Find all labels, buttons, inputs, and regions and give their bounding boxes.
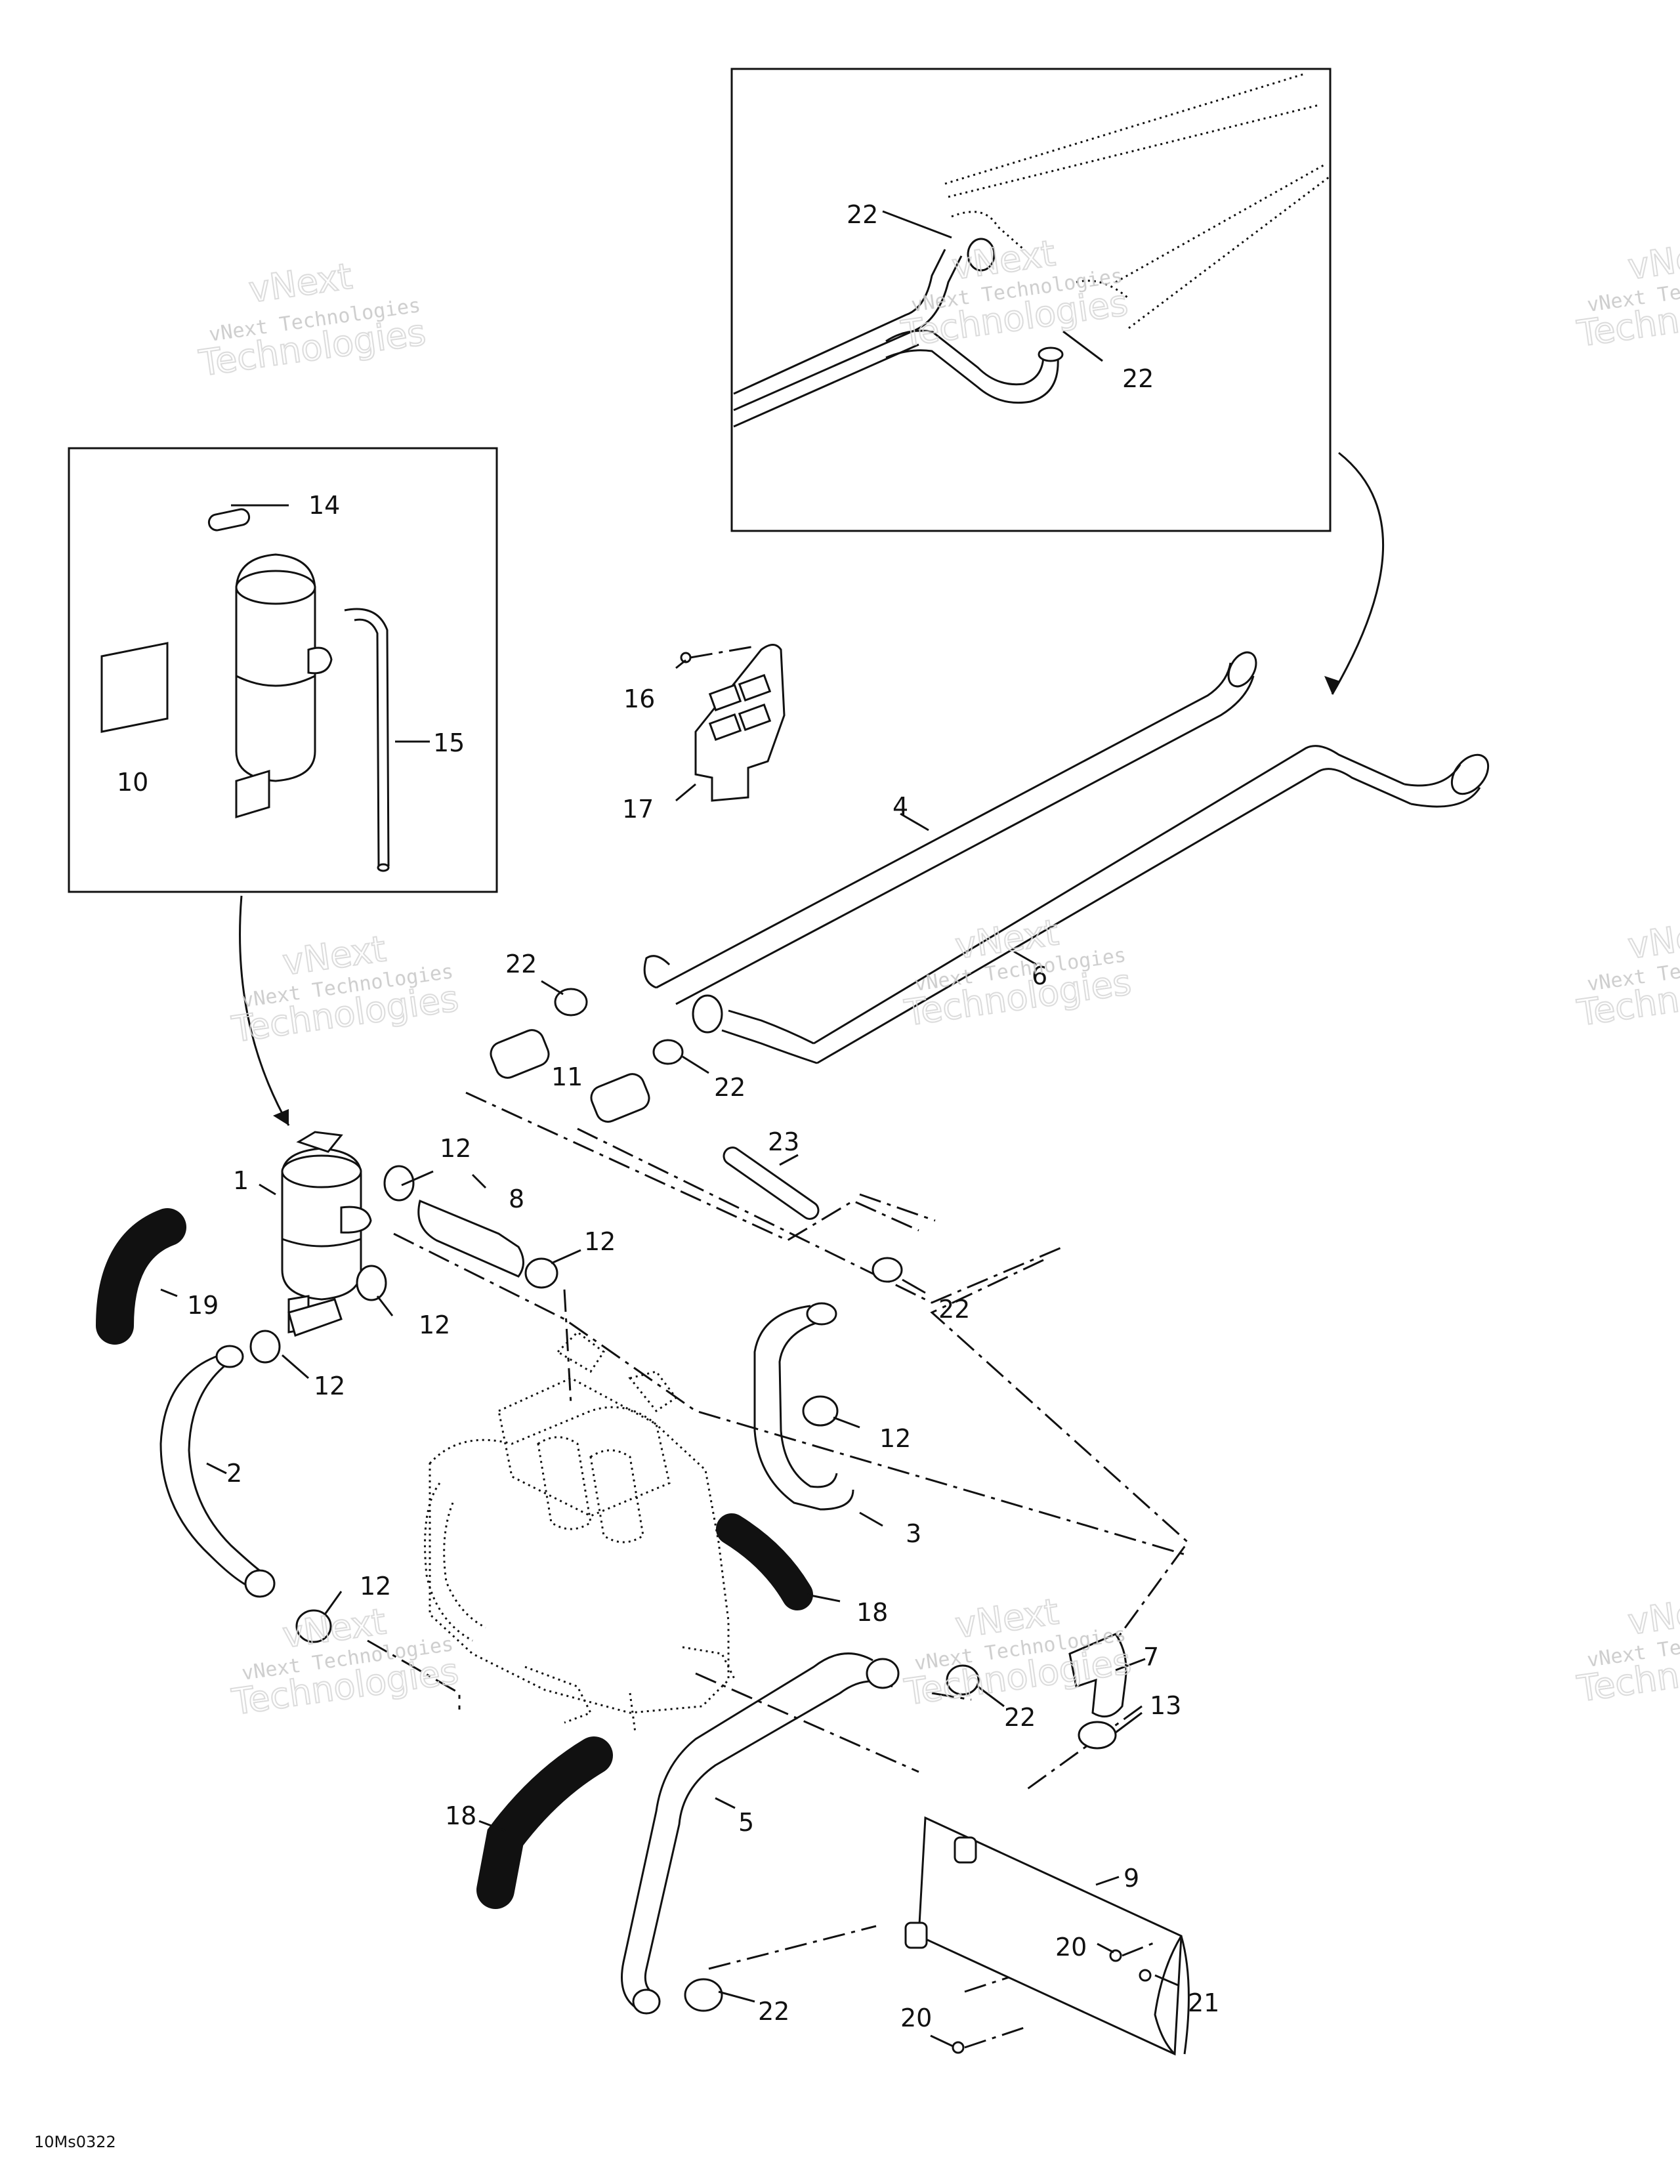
callout-11: 11: [551, 1062, 583, 1091]
inset-box-coolant-tank: [68, 447, 498, 893]
callout-12-e: 12: [879, 1424, 911, 1453]
svg-text:vNext: vNext: [1626, 232, 1680, 287]
inset-hose-routing-detail: [733, 72, 1330, 428]
callout-9: 9: [1124, 1864, 1139, 1893]
screw-20-b: [952, 2041, 965, 2054]
clamp-12-f: [295, 1609, 332, 1643]
callout-20-a: 20: [1055, 1933, 1087, 1962]
arrow-inset-to-tank: [239, 895, 290, 1126]
svg-text:vNext: vNext: [246, 255, 354, 310]
callout-12-f: 12: [360, 1572, 391, 1601]
clamp-22-a: [554, 988, 588, 1017]
callout-22-b: 22: [714, 1073, 746, 1102]
hose-4: [643, 651, 1257, 1005]
bracket-17: [694, 644, 786, 802]
clamp-12-c: [356, 1265, 387, 1301]
black-hose-18-a: [716, 1513, 813, 1610]
callout-2: 2: [226, 1459, 242, 1488]
callout-4: 4: [892, 792, 908, 821]
connector-11-b: [590, 1073, 650, 1123]
callout-10: 10: [117, 768, 148, 797]
elbow-fitting-7: [1068, 1633, 1127, 1718]
hose-5: [621, 1652, 900, 2015]
callout-12-c: 12: [419, 1311, 450, 1339]
callout-5: 5: [738, 1808, 754, 1837]
callout-13: 13: [1150, 1691, 1181, 1720]
clamp-13: [1078, 1721, 1117, 1750]
coolant-tank-1: [281, 1131, 372, 1337]
black-hose-18-b: [476, 1736, 613, 1909]
callout-22-e: 22: [1004, 1703, 1036, 1732]
arrow-inset-to-hose: [1331, 452, 1385, 695]
callout-1: 1: [233, 1166, 249, 1195]
callout-14: 14: [308, 491, 340, 520]
callout-7: 7: [1143, 1643, 1159, 1671]
callout-8: 8: [509, 1185, 524, 1213]
callout-20-b: 20: [900, 2004, 932, 2032]
callout-17: 17: [622, 795, 654, 824]
clamp-22-b: [652, 1039, 684, 1065]
hose-8: [417, 1199, 524, 1278]
clamp-12-d: [249, 1330, 281, 1364]
svg-text:vNext: vNext: [1626, 912, 1680, 967]
svg-text:vNext: vNext: [1626, 1587, 1680, 1643]
callout-18-b: 18: [445, 1801, 476, 1830]
clamp-12-e: [802, 1395, 839, 1427]
heat-tube-23: [723, 1146, 820, 1220]
heat-exchanger-9: [904, 1816, 1190, 2056]
callout-12-a: 12: [440, 1134, 471, 1163]
callout-15: 15: [433, 728, 465, 757]
callout-6: 6: [1032, 961, 1047, 990]
hose-3: [753, 1257, 903, 1511]
clamp-22-e: [946, 1664, 980, 1696]
callout-22-f: 22: [847, 200, 878, 229]
clamp-22-c: [872, 1257, 903, 1283]
decal-part-10: [100, 642, 169, 733]
callout-21: 21: [1188, 1988, 1219, 2017]
engine-block: [424, 1331, 736, 1733]
black-hose-19: [96, 1208, 186, 1345]
inset-box-hose-routing: [730, 68, 1332, 532]
callout-3: 3: [906, 1519, 921, 1548]
callout-12-b: 12: [584, 1227, 616, 1256]
callout-16: 16: [623, 684, 655, 713]
callout-22-d: 22: [1122, 364, 1154, 393]
inset-coolant-tank-detail: [100, 508, 390, 872]
washer-21: [1139, 1969, 1152, 1982]
clamp-12-b: [524, 1257, 558, 1289]
callout-12-d: 12: [314, 1372, 345, 1400]
hose-2: [159, 1345, 276, 1598]
callout-23: 23: [768, 1127, 799, 1156]
clamp-12-a: [383, 1165, 415, 1202]
callout-22-g: 22: [758, 1997, 789, 2026]
hose-6: [692, 745, 1490, 1064]
callout-18-a: 18: [856, 1598, 888, 1627]
connector-11-a: [490, 1029, 550, 1079]
clamp-22-g: [684, 1978, 723, 2012]
callout-22-c: 22: [938, 1295, 970, 1324]
drawing-code: 10Ms0322: [34, 2133, 116, 2151]
callout-22-a: 22: [505, 950, 537, 978]
cap-part-14: [207, 508, 251, 532]
callout-19: 19: [187, 1291, 219, 1320]
